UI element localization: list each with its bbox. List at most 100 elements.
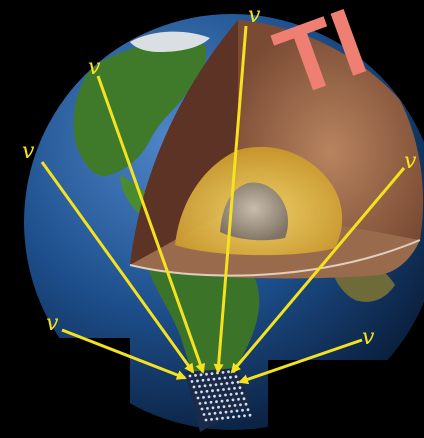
sensor-dot bbox=[207, 378, 210, 382]
sensor-dot bbox=[235, 409, 239, 413]
sensor-dot bbox=[226, 399, 229, 402]
sensor-dot bbox=[231, 381, 234, 385]
label-arrow-right-lower: v bbox=[362, 325, 375, 350]
sensor-dot bbox=[210, 418, 213, 421]
arrow-left-lower bbox=[61, 328, 187, 380]
arrow-right-upper bbox=[230, 167, 406, 374]
sensor-dot bbox=[236, 380, 240, 384]
label-arrow-right-upper: v bbox=[404, 149, 417, 174]
sensor-dot bbox=[244, 402, 248, 406]
sensor-dot bbox=[240, 391, 244, 395]
sensor-dot bbox=[190, 380, 194, 383]
sensor-dot bbox=[229, 375, 232, 379]
label-arrow-top-left: v bbox=[88, 55, 101, 80]
sensor-dot bbox=[221, 416, 224, 420]
sensor-dot bbox=[211, 389, 214, 393]
sensor-dot bbox=[225, 382, 229, 385]
label-arrow-left-lower: v bbox=[46, 311, 59, 336]
sensor-grid-base bbox=[185, 368, 250, 432]
sensor-dot bbox=[208, 412, 211, 416]
sensor-dot bbox=[210, 372, 214, 375]
sensor-dot bbox=[218, 394, 222, 397]
arrow-left-upper bbox=[40, 161, 195, 374]
sensor-dot bbox=[231, 398, 235, 402]
sensor-dot bbox=[220, 399, 224, 403]
sensor-dot bbox=[188, 374, 192, 378]
sensor-dot bbox=[241, 408, 244, 412]
sensor-dot bbox=[238, 386, 242, 390]
sensor-dot bbox=[205, 372, 208, 376]
label-arrow-top-center: v bbox=[248, 3, 261, 28]
sensor-dot bbox=[202, 413, 206, 416]
sensor-dot bbox=[222, 405, 226, 408]
sensor-dot bbox=[218, 377, 221, 380]
sensor-dot bbox=[213, 411, 217, 415]
north-america-land bbox=[73, 42, 207, 176]
sensor-dot bbox=[203, 384, 207, 388]
sensor-dot bbox=[230, 410, 233, 413]
sensor-dot bbox=[221, 371, 225, 374]
sensor-dot bbox=[205, 389, 209, 393]
sensor-dot bbox=[216, 388, 220, 392]
sensor-dot bbox=[234, 375, 238, 379]
sensor-dot bbox=[212, 377, 216, 381]
sensor-dot bbox=[194, 374, 197, 377]
sensor-dot bbox=[229, 393, 233, 396]
crust-rim bbox=[129, 239, 421, 277]
sensor-dot bbox=[211, 406, 215, 410]
sensor-dot bbox=[200, 390, 203, 394]
sensor-dot bbox=[214, 383, 218, 386]
sensor-dot bbox=[209, 400, 213, 404]
sensor-dot bbox=[237, 415, 241, 418]
sensor-dot bbox=[202, 396, 205, 399]
sensor-dot bbox=[242, 397, 246, 401]
sensor-dot bbox=[204, 401, 207, 405]
sensor-dot bbox=[201, 378, 205, 382]
sensor-dot bbox=[233, 404, 237, 407]
sensor-dot bbox=[198, 402, 202, 405]
sensor-dot bbox=[209, 383, 212, 387]
arrow-right-lower bbox=[238, 338, 363, 385]
arrow-top-left bbox=[96, 75, 206, 374]
sensor-dot bbox=[196, 379, 199, 383]
sensor-dot bbox=[194, 391, 198, 394]
velocity-arrows bbox=[40, 25, 406, 385]
sensor-dot bbox=[227, 387, 231, 391]
inner-core bbox=[220, 182, 289, 241]
sensor-dot bbox=[198, 385, 201, 388]
earth-cutaway-icon bbox=[24, 14, 424, 430]
sensor-dot bbox=[220, 382, 223, 386]
sensor-dot bbox=[224, 410, 228, 414]
label-arrow-left-upper: v bbox=[22, 139, 35, 164]
bottom-right-panel bbox=[268, 360, 424, 438]
sensor-dot bbox=[215, 417, 219, 421]
sensor-dot bbox=[217, 405, 220, 409]
sensor-dot bbox=[233, 386, 236, 390]
sensor-dot bbox=[227, 370, 230, 374]
sensor-dot bbox=[204, 418, 208, 422]
sensor-dot bbox=[207, 395, 211, 399]
sensor-dot bbox=[213, 394, 216, 398]
sensor-dot bbox=[246, 408, 250, 412]
arrow-top-center bbox=[213, 25, 248, 374]
sensor-dot bbox=[199, 373, 203, 377]
sensor-dot bbox=[243, 414, 246, 418]
sensor-dot bbox=[200, 407, 204, 411]
sensor-dot bbox=[237, 397, 240, 401]
sensor-dot bbox=[239, 403, 242, 407]
sensor-dot bbox=[232, 415, 235, 419]
sensor-dot bbox=[226, 416, 230, 419]
sensor-grid-icon bbox=[185, 368, 252, 432]
sensor-dot bbox=[206, 407, 209, 410]
sensor-dot bbox=[196, 396, 200, 400]
sensor-dot bbox=[224, 393, 227, 397]
bottom-left-panel bbox=[16, 338, 130, 438]
sensor-dot bbox=[235, 392, 238, 396]
sensor-dot bbox=[215, 400, 218, 404]
sensor-dot bbox=[192, 385, 196, 389]
sensor-dot bbox=[248, 413, 252, 417]
north-america-snow bbox=[130, 31, 210, 52]
sensor-dot bbox=[228, 404, 231, 408]
sensor-dot bbox=[223, 376, 227, 380]
